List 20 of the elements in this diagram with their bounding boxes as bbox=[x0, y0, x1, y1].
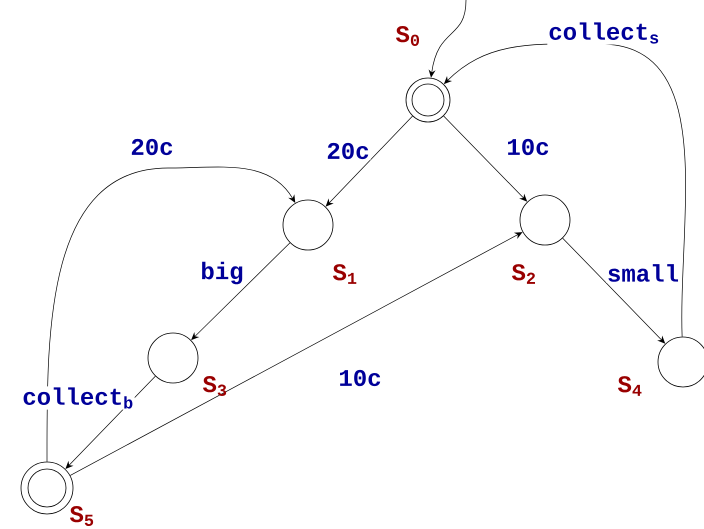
state-name: S$_{0}$ bbox=[396, 26, 420, 46]
edge-label: 10c bbox=[505, 138, 551, 156]
edge-label: big bbox=[199, 260, 245, 286]
arrow bbox=[443, 116, 528, 202]
state-circle bbox=[406, 78, 450, 122]
state-name: S$_{4}$ bbox=[618, 376, 642, 396]
edge-label: small bbox=[606, 263, 680, 283]
arrow bbox=[46, 166, 296, 462]
state-name: S$_{3}$ bbox=[202, 376, 226, 396]
state-circle bbox=[282, 200, 334, 250]
edge-label: 20c bbox=[325, 142, 371, 160]
state-name: S$_{1}$ bbox=[332, 264, 356, 284]
edge-label: collect$_{b}$ bbox=[21, 386, 135, 410]
state-name: S$_{2}$ bbox=[512, 264, 535, 284]
edge-label: 10c bbox=[337, 368, 383, 388]
state-name: S$_{5}$ bbox=[70, 506, 94, 526]
state-circle bbox=[148, 332, 198, 384]
edge-label: collect$_{s}$ bbox=[547, 21, 661, 45]
edge-label: 20c bbox=[129, 138, 175, 156]
state-circle bbox=[520, 194, 570, 246]
